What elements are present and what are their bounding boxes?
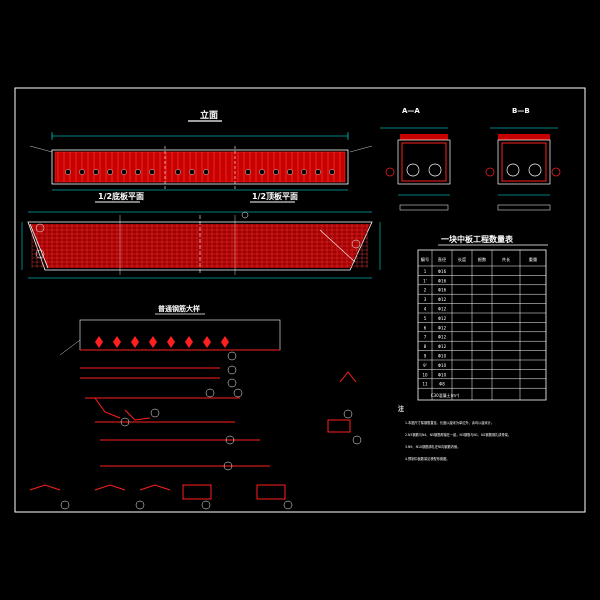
table-cell: Φ16 (438, 278, 447, 283)
table-total-label: C30混凝土(m³) (431, 392, 460, 398)
table-cell: 5 (424, 316, 427, 321)
table-cell: Φ12 (438, 297, 447, 302)
note-3: 3.N9、N10钢筋绑扎在纵向钢筋内侧。 (405, 444, 460, 449)
rebar-detail: 普通钢筋大样 (29, 304, 362, 510)
table-cell: Φ16 (438, 288, 447, 293)
bottom-plan-title: 1/2底板平面 (98, 191, 144, 201)
table-cell: 2 (424, 288, 427, 293)
table-cell: 1 (424, 269, 427, 274)
table-cell: Φ8 (439, 382, 445, 387)
table-cell: Φ12 (438, 307, 447, 312)
table-cell: 11 (422, 382, 428, 387)
sheet-border (14, 87, 586, 513)
note-4: 4.预制中板数量见桥型布置图。 (405, 456, 449, 461)
table-cell: Φ10 (438, 372, 447, 377)
detail-title: 普通钢筋大样 (158, 304, 200, 313)
table-cell: Φ12 (438, 316, 447, 321)
section-a: A—A (380, 107, 451, 211)
table-cell: 4 (424, 307, 427, 312)
notes-block: 注 1.本图尺寸除钢筋直径、长度以厘米为单位外，余均以厘米计。 2.N3钢筋与N… (398, 405, 511, 461)
elevation-rebar-body (54, 151, 346, 183)
table-cell: Φ12 (438, 344, 447, 349)
table-header-cell: 共长 (502, 256, 511, 263)
section-b-title: B—B (512, 107, 530, 115)
table-cell: 9' (423, 363, 427, 368)
table-cell: 10 (422, 372, 428, 377)
elevation-title: 立面 (200, 109, 218, 121)
plan-views: 1/2底板平面 1/2顶板平面 (21, 191, 381, 279)
table-cell: Φ12 (438, 335, 447, 340)
table-cell: Φ10 (438, 354, 447, 359)
table-cell: 9 (424, 354, 427, 359)
table-cell: 6 (424, 325, 427, 330)
elevation-view: 立面 (29, 109, 373, 191)
note-2: 2.N3钢筋与N4、N5钢筋焊接在一起，N3钢筋与N1、N2钢筋绑扎成骨架。 (405, 432, 511, 437)
table-cell: Φ10 (438, 363, 447, 368)
table-cell: 3 (424, 297, 427, 302)
section-b: B—B (485, 107, 561, 211)
table-header-cell: 根数 (478, 256, 487, 263)
table-cell: 1' (423, 278, 427, 283)
table-title: 一块中板工程数量表 (441, 234, 514, 244)
notes-heading: 注 (398, 405, 404, 413)
table-header-cell: 直径 (438, 256, 446, 262)
table-cell: Φ16 (438, 269, 447, 274)
table-header-cell: 编号 (421, 256, 429, 263)
table-cell: Φ12 (438, 325, 447, 330)
note-1: 1.本图尺寸除钢筋直径、长度以厘米为单位外，余均以厘米计。 (405, 420, 494, 425)
table-cell: 8 (424, 344, 427, 349)
top-plan-title: 1/2顶板平面 (252, 191, 298, 201)
table-header-cell: 长度 (458, 256, 467, 263)
table-cell: 7 (424, 335, 427, 340)
table-header-cell: 重量 (529, 256, 537, 263)
section-a-title: A—A (402, 107, 420, 115)
